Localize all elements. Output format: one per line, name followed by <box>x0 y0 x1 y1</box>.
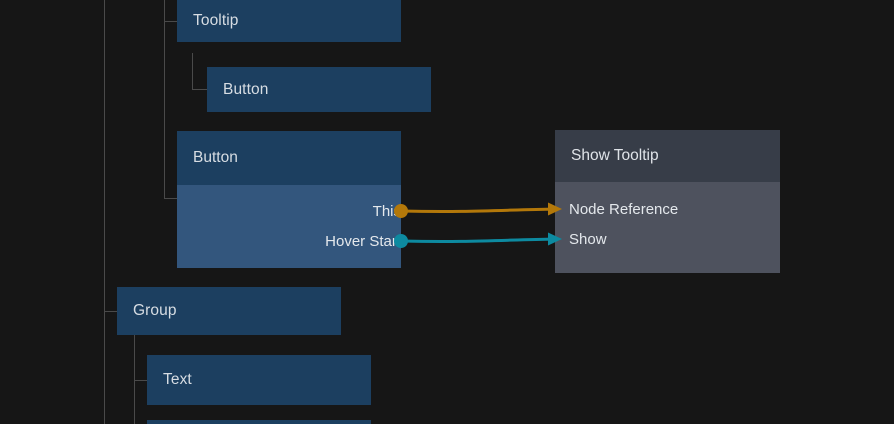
graph-node-show-tooltip-title: Show Tooltip <box>571 147 659 165</box>
graph-node-show-tooltip-header[interactable]: Show Tooltip <box>555 130 780 182</box>
output-port-this[interactable]: This <box>241 202 401 220</box>
tree-guide-group-children-vertical <box>134 335 135 424</box>
graph-node-show-tooltip[interactable]: Show Tooltip <box>555 130 780 273</box>
input-port-node-reference-label: Node Reference <box>569 200 679 218</box>
tree-guide-tick-group <box>104 311 117 312</box>
wire-hover-start-to-show <box>394 232 562 248</box>
scene-node-tooltip-label: Tooltip <box>193 12 239 30</box>
graph-node-show-tooltip-body <box>555 182 780 273</box>
graph-node-button-body <box>177 185 401 268</box>
input-port-show-label: Show <box>569 230 607 248</box>
output-port-this-label: This <box>372 202 401 220</box>
tree-guide-tick-tooltip <box>164 21 177 22</box>
output-port-hover-start-label: Hover Start <box>325 232 401 250</box>
scene-node-group[interactable]: Group <box>117 287 341 335</box>
input-port-show[interactable]: Show <box>569 230 607 248</box>
graph-node-button[interactable]: Button <box>177 131 401 268</box>
scene-node-text[interactable]: Text <box>147 355 371 405</box>
tree-guide-tick-button <box>164 198 177 199</box>
scene-node-button-nested[interactable]: Button <box>207 67 431 112</box>
tree-guide-tick-nested-button <box>192 89 207 90</box>
tree-guide-root-vertical <box>104 0 105 424</box>
graph-node-button-header[interactable]: Button <box>177 131 401 185</box>
scene-node-text-label: Text <box>163 371 192 389</box>
tree-guide-tick-text <box>134 380 147 381</box>
scene-node-group-label: Group <box>133 302 177 320</box>
scene-node-partial-offscreen[interactable] <box>147 420 371 424</box>
scene-node-button-nested-label: Button <box>223 80 269 98</box>
graph-node-button-title: Button <box>193 149 238 167</box>
output-port-hover-start[interactable]: Hover Start <box>241 232 401 250</box>
tree-guide-nested-vertical <box>192 53 193 90</box>
wire-this-to-node-reference <box>394 202 562 218</box>
scene-node-tooltip[interactable]: Tooltip <box>177 0 401 42</box>
tree-guide-branch-vertical <box>164 0 165 199</box>
input-port-node-reference[interactable]: Node Reference <box>569 200 678 218</box>
